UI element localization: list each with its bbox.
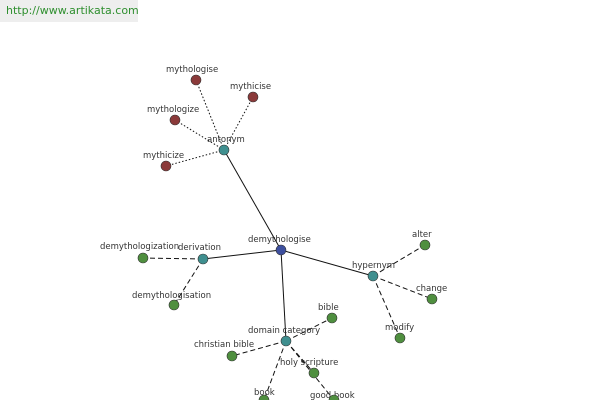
- node-label-mythologise: mythologise: [166, 65, 218, 75]
- node-mythicize[interactable]: mythicize: [143, 151, 184, 172]
- edge-antonym-to-mythicise: [223, 96, 254, 151]
- node-demythologization[interactable]: demythologization: [100, 242, 179, 264]
- node-dot-derivation[interactable]: [197, 253, 209, 265]
- node-hypernym[interactable]: hypernym: [352, 261, 395, 282]
- node-label-christian-bible: christian bible: [194, 340, 254, 350]
- edge-antonym-to-mythicize: [165, 149, 225, 167]
- node-dot-modify[interactable]: [394, 332, 406, 344]
- node-dot-good-book[interactable]: [328, 394, 340, 400]
- node-dot-holy-scripture[interactable]: [308, 367, 320, 379]
- node-label-antonym: antonym: [207, 135, 245, 145]
- node-label-change: change: [416, 284, 447, 294]
- node-label-holy-scripture: holy scripture: [280, 358, 338, 368]
- node-label-alter: alter: [412, 230, 432, 240]
- node-dot-bible[interactable]: [326, 312, 338, 324]
- edge-domain-category-to-holy-scripture: [285, 340, 315, 374]
- edge-derivation-to-demythologization: [142, 257, 204, 260]
- node-christian-bible[interactable]: christian bible: [194, 340, 254, 362]
- node-change[interactable]: change: [416, 284, 447, 305]
- node-dot-change[interactable]: [426, 293, 438, 305]
- node-label-domain-category: domain category: [248, 326, 320, 336]
- edge-domain-category-to-bible: [285, 317, 333, 342]
- node-dot-alter[interactable]: [419, 239, 431, 251]
- edge-antonym-to-mythologize: [174, 119, 225, 151]
- node-dot-mythicize[interactable]: [160, 160, 172, 172]
- edges-layer: [142, 79, 433, 400]
- node-alter[interactable]: alter: [412, 230, 432, 251]
- edge-domain-category-to-christian-bible: [231, 340, 287, 357]
- node-dot-antonym[interactable]: [218, 144, 230, 156]
- node-label-modify: modify: [385, 323, 414, 333]
- node-dot-demythologization[interactable]: [137, 252, 149, 264]
- edge-domain-category-to-book: [263, 340, 287, 400]
- node-antonym[interactable]: antonym: [207, 135, 245, 156]
- node-holy-scripture[interactable]: holy scripture: [280, 358, 338, 379]
- node-dot-mythologise[interactable]: [190, 74, 202, 86]
- node-demythologise[interactable]: demythologise: [248, 235, 311, 256]
- edge-demythologise-to-antonym: [223, 149, 282, 251]
- edge-hypernym-to-alter: [372, 244, 426, 277]
- node-mythologise[interactable]: mythologise: [166, 65, 218, 86]
- edge-hypernym-to-modify: [372, 275, 401, 339]
- node-label-mythologize: mythologize: [147, 105, 199, 115]
- node-label-derivation: derivation: [178, 243, 221, 253]
- node-dot-christian-bible[interactable]: [226, 350, 238, 362]
- node-book[interactable]: book: [254, 388, 275, 400]
- node-dot-demythologisation[interactable]: [168, 299, 180, 311]
- node-label-book: book: [254, 388, 275, 398]
- nodes-layer: demythologise antonym derivation hypernym do…: [100, 65, 447, 400]
- node-label-mythicize: mythicize: [143, 151, 184, 161]
- node-mythologize[interactable]: mythologize: [147, 105, 199, 126]
- node-domain-category[interactable]: domain category: [248, 326, 320, 347]
- edge-demythologise-to-hypernym: [280, 249, 374, 277]
- node-label-demythologise: demythologise: [248, 235, 311, 245]
- node-label-bible: bible: [318, 303, 339, 313]
- source-url-banner[interactable]: http://www.artikata.com: [0, 0, 139, 22]
- edge-demythologise-to-derivation: [202, 249, 282, 260]
- node-label-demythologization: demythologization: [100, 242, 179, 252]
- edge-domain-category-to-good-book: [285, 340, 335, 400]
- edge-demythologise-to-domain-category: [280, 249, 287, 342]
- node-demythologisation[interactable]: demythologisation: [132, 291, 211, 311]
- edge-hypernym-to-change: [372, 275, 433, 300]
- node-label-mythicise: mythicise: [230, 82, 271, 92]
- node-mythicise[interactable]: mythicise: [230, 82, 271, 103]
- node-dot-hypernym[interactable]: [367, 270, 379, 282]
- node-dot-mythologize[interactable]: [169, 114, 181, 126]
- edge-derivation-to-demythologisation: [173, 258, 204, 306]
- node-modify[interactable]: modify: [385, 323, 414, 344]
- node-label-hypernym: hypernym: [352, 261, 395, 271]
- node-label-demythologisation: demythologisation: [132, 291, 211, 301]
- node-good-book[interactable]: good book: [310, 391, 355, 400]
- node-bible[interactable]: bible: [318, 303, 339, 324]
- node-dot-demythologise[interactable]: [275, 244, 287, 256]
- node-derivation[interactable]: derivation: [178, 243, 221, 265]
- node-dot-mythicise[interactable]: [247, 91, 259, 103]
- node-dot-domain-category[interactable]: [280, 335, 292, 347]
- node-dot-book[interactable]: [258, 394, 270, 400]
